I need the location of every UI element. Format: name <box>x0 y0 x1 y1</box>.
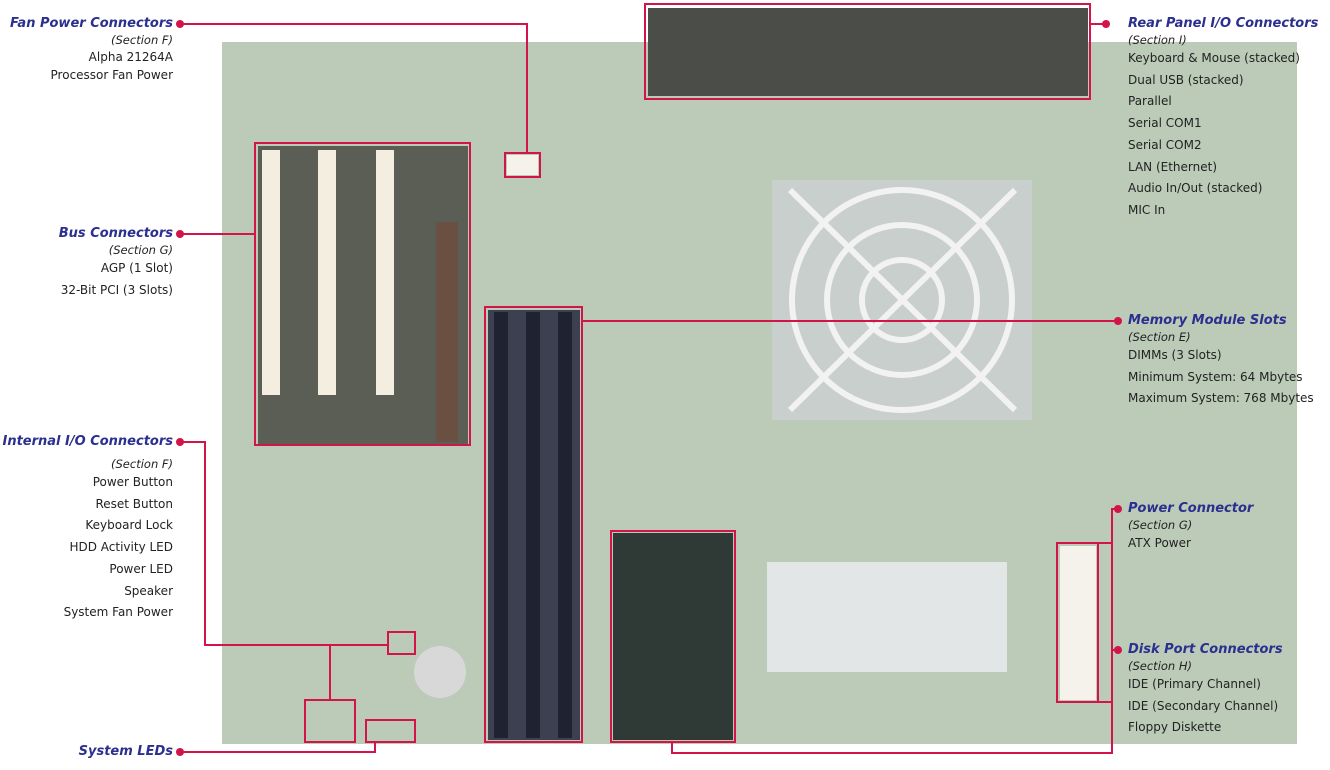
pci-slots <box>258 146 468 444</box>
callout-section: (Section F) <box>111 33 173 47</box>
callout-title: Bus Connectors <box>58 226 173 241</box>
fan-power-callout: Fan Power Connectors (Section F) Alpha 2… <box>10 16 173 84</box>
callout-title: Power Connector <box>1128 501 1254 516</box>
callout-item: Keyboard & Mouse (stacked) <box>1128 51 1300 65</box>
callout-section: (Section I) <box>1128 33 1187 47</box>
callout-title: Rear Panel I/O Connectors <box>1128 16 1319 31</box>
fan-header <box>507 155 538 175</box>
callout-title: Fan Power Connectors <box>10 16 173 31</box>
atx-power <box>1060 546 1096 700</box>
callout-item: AGP (1 Slot) <box>100 261 173 275</box>
rear-io-block <box>648 8 1088 96</box>
callout-title: Memory Module Slots <box>1128 313 1287 328</box>
callout-item: Audio In/Out (stacked) <box>1128 181 1263 196</box>
callout-section: (Section E) <box>1128 330 1191 344</box>
callout-item: Speaker <box>124 583 173 598</box>
callout-item: DIMMs (3 Slots) <box>1128 348 1222 362</box>
callout-section: (Section H) <box>1128 659 1193 673</box>
callout-lines <box>180 3 1118 754</box>
rear-panel-callout: Rear Panel I/O Connectors (Section I) Ke… <box>1128 16 1318 222</box>
internal-io-callout: Internal I/O Connectors (Section F) Powe… <box>2 434 173 624</box>
callout-item: Floppy Diskette <box>1128 720 1222 735</box>
callout-title: Internal I/O Connectors <box>2 434 173 449</box>
callout-item: ATX Power <box>1128 536 1191 550</box>
callout-item: Maximum System: 768 Mbytes <box>1128 391 1314 406</box>
callout-item: IDE (Primary Channel) <box>1128 677 1261 691</box>
callout-item: Power Button <box>92 475 173 489</box>
callout-item: System Fan Power <box>63 605 173 620</box>
callout-item: Minimum System: 64 Mbytes <box>1128 369 1303 384</box>
callout-item: LAN (Ethernet) <box>1128 159 1218 174</box>
callout-item: HDD Activity LED <box>69 540 173 555</box>
callout-item: Reset Button <box>95 496 173 511</box>
callout-item: Dual USB (stacked) <box>1128 72 1244 87</box>
callout-section: (Section G) <box>1128 518 1193 532</box>
bus-callout: Bus Connectors (Section G) AGP (1 Slot) … <box>59 226 173 301</box>
memory-callout: Memory Module Slots (Section E) DIMMs (3… <box>1128 313 1314 410</box>
callout-item: MIC In <box>1128 202 1166 217</box>
callout-item: Serial COM1 <box>1128 116 1202 131</box>
callout-item: Keyboard Lock <box>85 518 173 533</box>
callout-item: Processor Fan Power <box>50 68 173 82</box>
callout-item: 32-Bit PCI (3 Slots) <box>60 282 173 297</box>
ide-block <box>613 533 733 740</box>
callout-title: System LEDs <box>78 744 173 759</box>
callout-section: (Section G) <box>108 243 173 257</box>
callout-title: Disk Port Connectors <box>1128 642 1283 657</box>
battery <box>414 646 466 698</box>
callout-item: Power LED <box>109 561 173 576</box>
disk-callout: Disk Port Connectors (Section H) IDE (Pr… <box>1128 642 1283 739</box>
heatsink <box>767 562 1007 672</box>
callout-section: (Section F) <box>111 457 173 471</box>
callout-item: Alpha 21264A <box>88 50 173 64</box>
callout-dots <box>176 20 1122 756</box>
callout-item: Serial COM2 <box>1128 137 1202 152</box>
callout-item: Parallel <box>1128 94 1172 109</box>
callout-item: IDE (Secondary Channel) <box>1128 698 1279 713</box>
power-callout: Power Connector (Section G) ATX Power <box>1128 501 1253 555</box>
dimm-slots <box>488 310 580 740</box>
system-leds-callout: System LEDs <box>79 744 173 760</box>
cpu-fan <box>772 180 1032 420</box>
